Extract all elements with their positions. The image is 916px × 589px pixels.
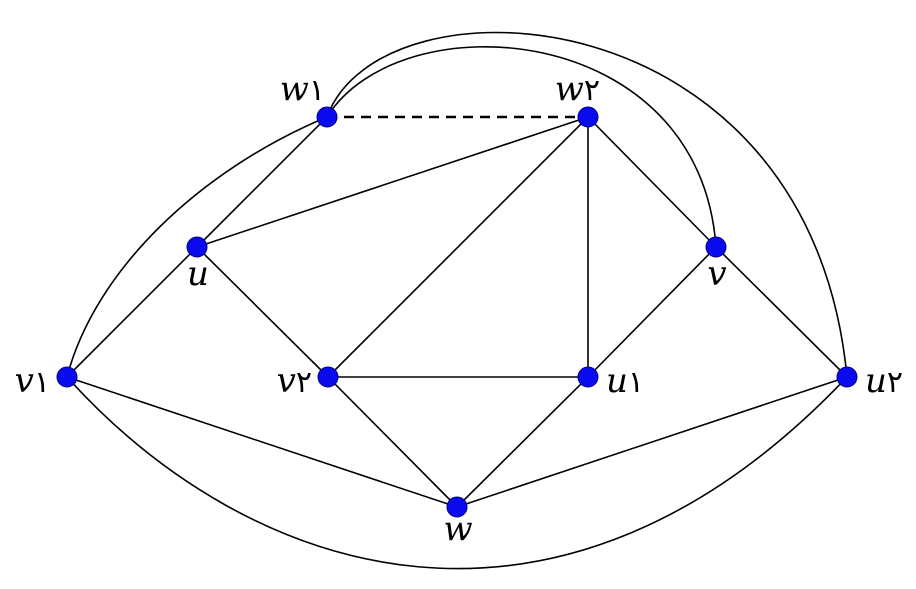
node-label-index: ۱: [628, 365, 644, 400]
edge-w1-u2: [326, 31, 848, 378]
node-label-letter: v: [277, 361, 296, 401]
edge-w1-u: [196, 116, 328, 248]
node-u: [186, 236, 208, 258]
node-w: [446, 496, 468, 518]
edge-w1-v: [326, 45, 717, 248]
node-label-index: ۱: [309, 73, 325, 108]
node-label-u1: u۱: [606, 361, 644, 401]
node-label-index: ۲: [887, 365, 903, 400]
node-label-u2: u۲: [865, 361, 903, 401]
node-label-v1: v۱: [15, 361, 50, 401]
edge-u-w2: [196, 116, 589, 248]
node-label-w: w: [443, 509, 472, 549]
nodes-layer: [56, 106, 858, 518]
node-label-letter: u: [187, 254, 209, 294]
node-label-letter: w: [555, 69, 584, 109]
edge-w2-v2: [327, 116, 589, 378]
node-label-v2: v۲: [277, 361, 312, 401]
node-label-letter: u: [606, 361, 628, 401]
node-label-index: ۱: [34, 365, 50, 400]
node-u2: [836, 366, 858, 388]
node-u1: [577, 366, 599, 388]
node-label-letter: v: [707, 254, 726, 294]
node-label-w2: w۲: [555, 69, 600, 109]
node-w1: [316, 106, 338, 128]
edge-u1-w: [456, 376, 589, 508]
edge-w1-v1: [66, 116, 328, 378]
edge-v-u1: [587, 246, 717, 378]
node-label-index: ۲: [296, 365, 312, 400]
node-label-letter: w: [443, 509, 472, 549]
node-label-v: v: [707, 254, 726, 294]
edge-v1-w: [66, 376, 458, 508]
edge-v-u2: [715, 246, 848, 378]
node-label-u: u: [187, 254, 209, 294]
edges-layer: [66, 31, 848, 570]
edge-w2-v: [587, 116, 717, 248]
node-v: [705, 236, 727, 258]
node-v2: [317, 366, 339, 388]
node-label-letter: v: [15, 361, 34, 401]
node-label-letter: w: [280, 69, 309, 109]
edge-w-u2: [456, 376, 848, 508]
node-label-index: ۲: [584, 73, 600, 108]
edge-v2-w: [327, 376, 458, 508]
node-v1: [56, 366, 78, 388]
node-label-letter: u: [865, 361, 887, 401]
edge-u-v2: [196, 246, 329, 378]
edge-v1-u2: [66, 376, 848, 570]
node-label-w1: w۱: [280, 69, 325, 109]
edge-u-v1: [66, 246, 198, 378]
node-w2: [577, 106, 599, 128]
